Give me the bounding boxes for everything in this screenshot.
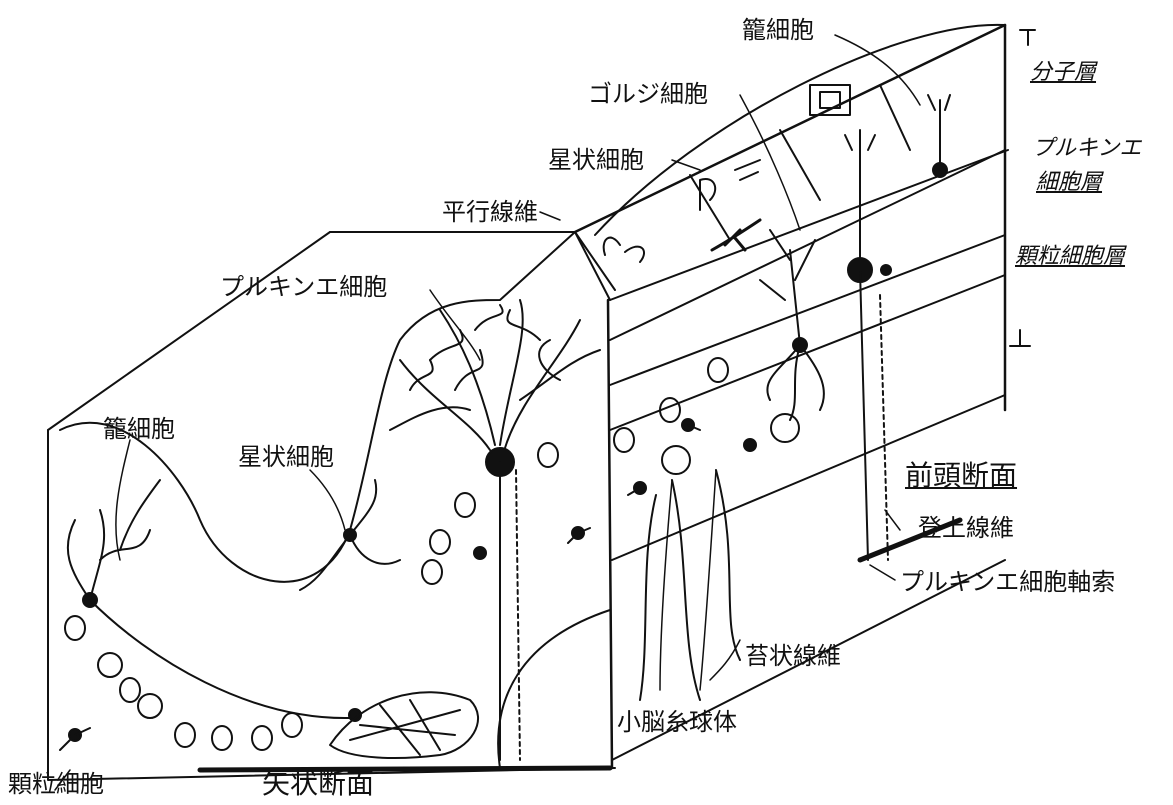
label-sagittal-section: 矢状断面 xyxy=(262,767,375,800)
label-parallel-fiber: 平行線維 xyxy=(442,198,538,226)
stellate-cell-mid xyxy=(299,479,401,591)
fibers xyxy=(515,294,889,761)
layer-granular: 顆粒細胞層 xyxy=(1015,244,1126,269)
label-glomerulus: 小脳糸球体 xyxy=(617,708,737,736)
label-basket-cell-left: 籠細胞 xyxy=(103,415,175,443)
mossy-fiber-rosette xyxy=(329,691,480,759)
label-basket-cell-top: 籠細胞 xyxy=(742,16,814,44)
purkinje-cells-frontal xyxy=(844,94,951,561)
glomeruli xyxy=(64,357,800,751)
leader-lines xyxy=(54,34,921,791)
label-stellate-cell-mid: 星状細胞 xyxy=(238,443,334,471)
layer-molecular: 分子層 xyxy=(1030,60,1097,85)
layer-scale xyxy=(1009,29,1036,347)
label-purkinje-cell: プルキンエ細胞 xyxy=(220,273,388,301)
label-frontal-section: 前頭断面 xyxy=(905,459,1018,492)
golgi-cell xyxy=(759,229,825,421)
surface-sections xyxy=(602,84,851,263)
purkinje-cell-large xyxy=(389,299,601,761)
label-climbing-fiber: 登上線維 xyxy=(918,514,1014,542)
basket-cell-left xyxy=(66,479,351,720)
layer-purkinje-line1: プルキンエ xyxy=(1032,136,1142,161)
label-stellate-cell-top: 星状細胞 xyxy=(548,146,644,174)
granule-cells xyxy=(59,264,892,751)
label-granule-cell: 顆粒細胞 xyxy=(8,770,104,798)
label-golgi-cell: ゴルジ細胞 xyxy=(588,80,708,108)
stellate-cell-top xyxy=(710,218,762,252)
label-purkinje-axon: プルキンエ細胞軸索 xyxy=(900,568,1116,596)
layer-purkinje-line2: 細胞層 xyxy=(1036,170,1103,195)
label-mossy-fiber: 苔状線維 xyxy=(745,642,841,670)
